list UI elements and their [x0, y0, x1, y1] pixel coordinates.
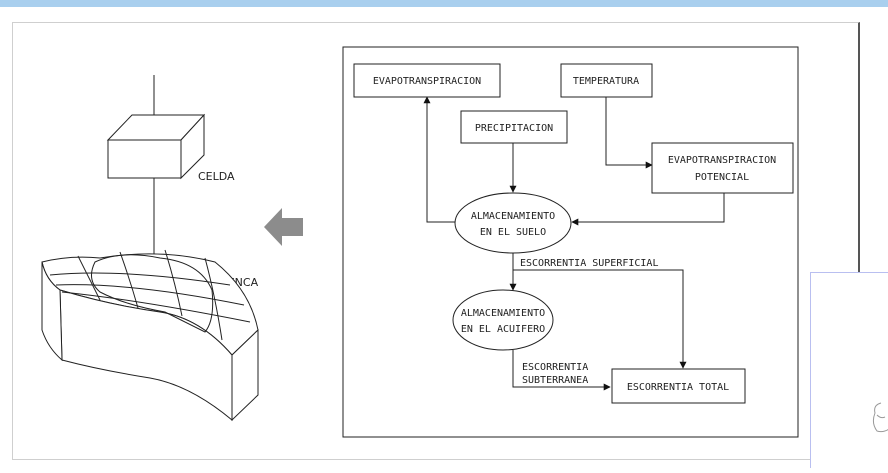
node-almac-acuifero-line1: ALMACENAMIENTO [461, 308, 545, 319]
node-evapo-potencial-line2: POTENCIAL [695, 172, 749, 183]
cell-basin-illustration: CELDA CUENCA [41, 75, 259, 422]
node-almacenamiento-acuifero [452, 289, 554, 351]
node-precipitacion [460, 110, 568, 144]
arrow-temp-to-potential [605, 97, 653, 169]
arrow-soil-to-evapotranspiracion [423, 96, 457, 223]
node-temperatura [560, 63, 653, 98]
label-escorrentia-subterranea-line1: ESCORRENTIA [522, 362, 588, 373]
flowchart: EVAPOTRANSPIRACION TEMPERATURA PRECIPITA… [342, 46, 799, 438]
node-almac-acuifero-line2: EN EL ACUIFERO [461, 324, 545, 335]
left-arrow-icon [264, 208, 303, 246]
node-evapotranspiracion [353, 63, 501, 98]
label-escorrentia-superficial: ESCORRENTIA SUPERFICIAL [520, 258, 658, 269]
node-escorrentia-total [611, 368, 746, 404]
overlapping-panel [810, 272, 888, 468]
node-almac-suelo-line2: EN EL SUELO [480, 227, 546, 238]
node-evapotranspiracion-label: EVAPOTRANSPIRACION [373, 76, 481, 87]
node-almac-suelo-line1: ALMACENAMIENTO [471, 211, 555, 222]
node-precipitacion-label: PRECIPITACION [475, 123, 553, 134]
top-accent-bar [0, 0, 888, 7]
node-evapo-potencial-line1: EVAPOTRANSPIRACION [668, 155, 776, 166]
node-temperatura-label: TEMPERATURA [573, 76, 639, 87]
label-escorrentia-subterranea-line2: SUBTERRANEA [522, 375, 588, 386]
cell-cube [106, 113, 206, 180]
cell-label: CELDA [198, 170, 235, 183]
arrow-surface-to-total [513, 269, 687, 369]
node-escorrentia-total-label: ESCORRENTIA TOTAL [627, 382, 729, 393]
arrow-potential-to-soil [571, 193, 725, 226]
arrow-aquifer-to-total [512, 350, 611, 391]
node-almacenamiento-suelo [454, 192, 572, 254]
node-evapotranspiracion-potencial [651, 142, 794, 194]
panel-sketch-icon [872, 402, 888, 433]
basin-block [41, 249, 259, 422]
